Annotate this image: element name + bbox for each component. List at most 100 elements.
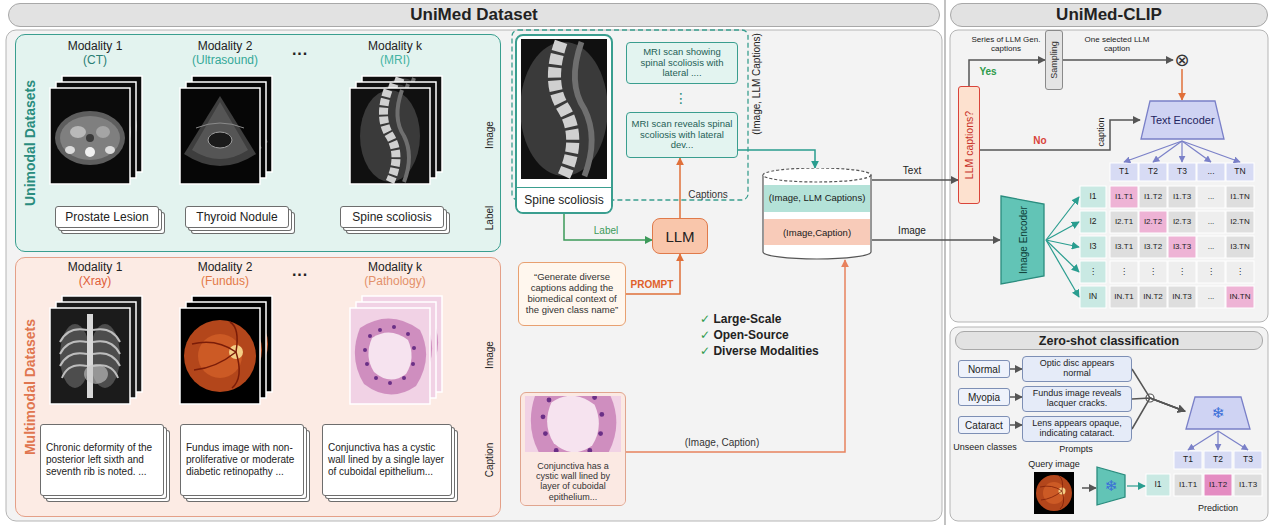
label-text: ✓ Large-Scale bbox=[700, 313, 781, 327]
label-text: I3.TN bbox=[1230, 242, 1250, 251]
shape-outline bbox=[1141, 101, 1224, 139]
frozen-encoder-fan bbox=[1218, 431, 1248, 450]
mri-image-stack bbox=[350, 88, 430, 184]
edge-label: Yes bbox=[979, 66, 996, 78]
connector bbox=[738, 150, 815, 168]
label-text: Modality 2 bbox=[198, 261, 253, 275]
header-bar: UniMed-CLIP bbox=[950, 3, 1268, 27]
pathology-image-stack bbox=[350, 296, 442, 404]
similarity-matrix bbox=[1197, 286, 1225, 308]
node-text: ⊗ bbox=[1173, 51, 1191, 69]
node-text: Prostate Lesion bbox=[60, 210, 154, 224]
prompt-box: “Generate diverse captions adding the bi… bbox=[518, 262, 626, 326]
label-text: (MRI) bbox=[380, 54, 410, 68]
prompt-box: Fundus image reveals lacquer cracks. bbox=[1022, 386, 1132, 412]
edge-label: No bbox=[1033, 135, 1046, 147]
prompt-box: Optic disc appears normal bbox=[1022, 356, 1132, 382]
shape-outline bbox=[1001, 196, 1044, 284]
pathology-image-stack bbox=[350, 308, 430, 404]
label-card: Prostate Lesion bbox=[55, 206, 159, 228]
sample-box: Spine scoliosis bbox=[515, 34, 613, 214]
node-text: ❄ bbox=[1096, 477, 1126, 495]
label-text: (Xray) bbox=[79, 275, 112, 289]
node-text: LLM captions? bbox=[963, 111, 975, 179]
label-text: I1.TN bbox=[1230, 192, 1250, 201]
node-text: (Image,Caption) bbox=[762, 227, 872, 238]
node-text: Unimodal Datasets bbox=[22, 80, 38, 206]
shape-outline bbox=[762, 168, 872, 260]
image-area bbox=[521, 393, 625, 455]
label-text: Modality k bbox=[368, 261, 422, 275]
llm-box: LLM bbox=[652, 218, 708, 254]
sample-mri-image bbox=[506, 34, 623, 214]
decision-box: LLM captions? bbox=[958, 86, 980, 204]
node-text: MRI scan showing spinal scoliosis with l… bbox=[631, 47, 733, 80]
similarity-matrix bbox=[1110, 236, 1138, 258]
class-box: Myopia bbox=[958, 388, 1010, 406]
mri-image-stack bbox=[350, 76, 442, 184]
ultrasound-image-stack bbox=[180, 88, 260, 184]
similarity-matrix bbox=[1197, 211, 1225, 233]
label-text: IN.TN bbox=[1230, 292, 1251, 301]
connector bbox=[1010, 396, 1022, 398]
xray-image-stack bbox=[50, 308, 130, 404]
label-text: T3 bbox=[1177, 167, 1187, 177]
label-text: ... bbox=[1208, 242, 1215, 251]
similarity-matrix bbox=[1168, 211, 1196, 233]
connector bbox=[1132, 398, 1185, 411]
similarity-matrix bbox=[1139, 286, 1167, 308]
label-text: ··· bbox=[292, 45, 308, 63]
label-text: I1.T2 bbox=[1144, 192, 1162, 201]
similarity-matrix bbox=[1110, 186, 1138, 208]
node-text: Image Encoder bbox=[1017, 206, 1028, 274]
dataset-panel: Multimodal DatasetsChronic deformity of … bbox=[15, 257, 501, 517]
connector bbox=[679, 158, 681, 218]
edge-label: One selected LLM caption bbox=[1077, 35, 1157, 53]
similarity-matrix bbox=[1174, 474, 1202, 496]
label-text: (Pathology) bbox=[364, 275, 425, 289]
query-fundus-image bbox=[1034, 469, 1074, 517]
edge-label: Label bbox=[594, 225, 618, 237]
label-text: I2.TN bbox=[1230, 217, 1250, 226]
label-text: I2.T1 bbox=[1115, 217, 1133, 226]
label-text: Modality 2 bbox=[198, 40, 253, 54]
prompt-box: Lens appears opaque, indicating cataract… bbox=[1022, 416, 1132, 442]
frozen-encoder-fan bbox=[1188, 431, 1218, 450]
similarity-matrix bbox=[1226, 286, 1254, 308]
text-encoder-fan bbox=[1182, 141, 1211, 162]
frozen-encoder: ❄ bbox=[1185, 396, 1251, 430]
shape-outline bbox=[1186, 397, 1250, 429]
similarity-matrix bbox=[1226, 186, 1254, 208]
connector bbox=[1010, 424, 1022, 426]
label-text: (Ultrasound) bbox=[192, 54, 258, 68]
connector bbox=[626, 260, 845, 452]
connector bbox=[626, 254, 680, 294]
similarity-matrix bbox=[1168, 163, 1196, 181]
label-text: Modality 1 bbox=[68, 261, 123, 275]
image-encoder-fan bbox=[1046, 197, 1079, 297]
sample-box: Conjunctiva has a cystic wall lined by l… bbox=[520, 392, 626, 506]
label-text: I1.T1 bbox=[1179, 480, 1197, 489]
similarity-matrix bbox=[1080, 286, 1106, 308]
node-text: Spine scoliosis bbox=[345, 210, 439, 224]
edge-label: Captions bbox=[688, 189, 727, 201]
similarity-matrix bbox=[1197, 163, 1225, 181]
mri-image-stack bbox=[350, 88, 430, 184]
connector bbox=[1181, 69, 1183, 100]
node-text: LLM bbox=[653, 228, 707, 245]
node-text: Sampling bbox=[1049, 41, 1059, 79]
shape-outline bbox=[763, 168, 871, 182]
clip-panel-ground bbox=[950, 30, 1268, 322]
similarity-matrix bbox=[1168, 286, 1196, 308]
similarity-matrix bbox=[1139, 236, 1167, 258]
label-text: (Fundus) bbox=[201, 275, 249, 289]
label-text: TN bbox=[1234, 167, 1245, 177]
node-text: Optic disc appears normal bbox=[1026, 359, 1128, 379]
label-text: I3.T2 bbox=[1144, 242, 1162, 251]
ct-image-stack bbox=[50, 88, 130, 184]
ct-image-stack bbox=[50, 76, 142, 184]
unimodal-ground bbox=[15, 34, 501, 252]
image-encoder: Image Encoder bbox=[1000, 195, 1045, 285]
label-text: I2.T3 bbox=[1173, 217, 1191, 226]
similarity-matrix bbox=[1146, 474, 1170, 496]
